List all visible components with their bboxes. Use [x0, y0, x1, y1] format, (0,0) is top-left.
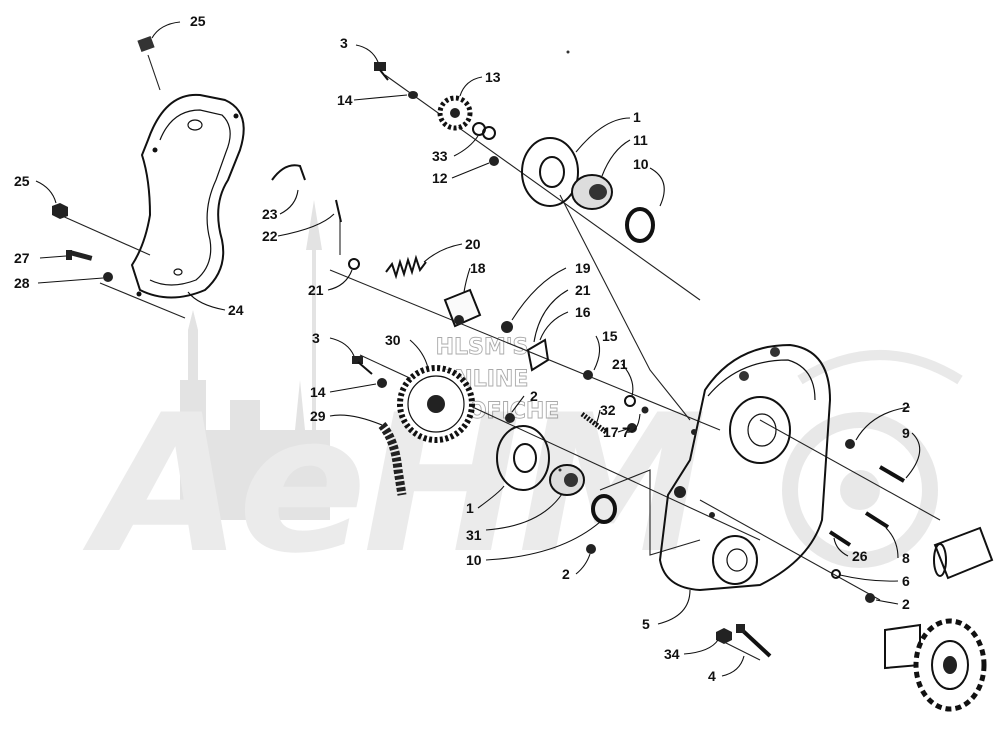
callout-25-left: 25	[14, 173, 30, 189]
part-18-tensioner	[443, 288, 482, 328]
callout-17: 17	[603, 424, 619, 440]
callout-10-top: 10	[633, 156, 649, 172]
callout-2-low: 2	[562, 566, 570, 582]
part-29-chain	[378, 422, 407, 496]
drive-shaft-stub	[933, 526, 994, 580]
part-2-nut-low	[586, 544, 596, 554]
speck-mark	[558, 468, 562, 472]
part-16-link	[526, 338, 550, 372]
callout-11: 11	[633, 132, 648, 148]
callout-24: 24	[228, 302, 244, 318]
part-25-nut-left	[52, 203, 68, 219]
callout-29: 29	[310, 408, 326, 424]
callout-31: 31	[466, 527, 482, 543]
part-31-bearing-low	[549, 464, 585, 496]
callout-27: 27	[14, 250, 30, 266]
callout-23: 23	[262, 206, 278, 222]
callout-9: 9	[902, 425, 910, 441]
part-5-chaincase	[658, 343, 832, 592]
callout-7: 7	[622, 424, 630, 440]
callout-16: 16	[575, 304, 591, 320]
part-34-nut	[716, 628, 732, 644]
callout-19: 19	[575, 260, 591, 276]
speck-mark	[566, 50, 570, 54]
part-22-pin	[335, 199, 342, 223]
part-27-bolt	[66, 250, 93, 261]
part-30-gear	[397, 365, 475, 443]
part-26-bolt	[828, 530, 852, 547]
part-2-nut-mid	[505, 413, 515, 423]
callout-8: 8	[902, 550, 910, 566]
callout-labels: 25 25 27 28 24 23 22 21 20 18 3 14 13 33…	[14, 13, 910, 684]
callout-2-mid: 2	[530, 388, 538, 404]
part-15-roller	[583, 370, 593, 380]
part-6-washer	[831, 569, 841, 579]
callout-3-top: 3	[340, 35, 348, 51]
part-1-flange-low	[496, 425, 550, 491]
part-10-seal-low	[591, 494, 617, 524]
drive-sprocket-hub	[884, 618, 987, 712]
part-23-clip	[271, 164, 306, 181]
part-13-sprocket	[437, 95, 473, 131]
part-3-bolt-mid	[352, 356, 373, 375]
callout-33: 33	[432, 148, 448, 164]
callout-21-mid: 21	[575, 282, 591, 298]
part-21-washer-b	[624, 395, 636, 407]
callout-26: 26	[852, 548, 868, 564]
callout-22: 22	[262, 228, 278, 244]
part-11-bearing-top	[571, 174, 613, 210]
part-24-cover	[130, 93, 245, 299]
callout-25-top: 25	[190, 13, 206, 29]
callout-14-top: 14	[337, 92, 353, 108]
callout-18: 18	[470, 260, 486, 276]
callout-21-left: 21	[308, 282, 324, 298]
part-32-stud	[580, 412, 608, 434]
callout-5: 5	[642, 616, 650, 632]
part-3-bolt-top	[374, 62, 389, 81]
part-9-bolt	[878, 465, 906, 483]
part-7-nut	[627, 423, 637, 433]
part-2-nut-right-top	[845, 439, 855, 449]
leader-lines	[35, 21, 921, 677]
callout-21-right: 21	[612, 356, 628, 372]
part-33-spacers	[472, 122, 496, 140]
callout-20: 20	[465, 236, 481, 252]
part-1-flange-top	[521, 137, 579, 207]
callout-13: 13	[485, 69, 501, 85]
part-4-bolt	[736, 624, 772, 658]
part-28-nut	[103, 272, 113, 282]
callout-28: 28	[14, 275, 30, 291]
callout-14-mid: 14	[310, 384, 326, 400]
part-10-seal-top	[625, 207, 655, 243]
part-21-washer-a	[348, 258, 360, 270]
callout-10-low: 10	[466, 552, 482, 568]
watermark: AeHM	[82, 200, 963, 595]
callout-4: 4	[708, 668, 716, 684]
part-14-washer-mid	[377, 378, 387, 388]
watermark-brand: AeHM	[82, 374, 704, 595]
callout-12: 12	[432, 170, 448, 186]
part-25-bolt-top	[137, 35, 155, 53]
part-14-washer-top	[408, 91, 418, 99]
callout-34: 34	[664, 646, 680, 662]
part-8-bolt	[864, 511, 890, 529]
watermark-line-1: HLSM'S	[436, 335, 529, 360]
callout-6: 6	[902, 573, 910, 589]
callout-3-mid: 3	[312, 330, 320, 346]
part-12-nut	[489, 156, 499, 166]
part-20-spring	[385, 254, 427, 280]
callout-1-top: 1	[633, 109, 641, 125]
part-19-nut	[501, 321, 513, 333]
callout-32: 32	[600, 402, 616, 418]
callout-2-right-top: 2	[902, 399, 910, 415]
part-17-washer	[641, 406, 649, 414]
callout-1-low: 1	[466, 500, 474, 516]
callout-2-right-low: 2	[902, 596, 910, 612]
part-2-nut-right-low	[865, 593, 875, 603]
callout-30: 30	[385, 332, 401, 348]
callout-15: 15	[602, 328, 618, 344]
